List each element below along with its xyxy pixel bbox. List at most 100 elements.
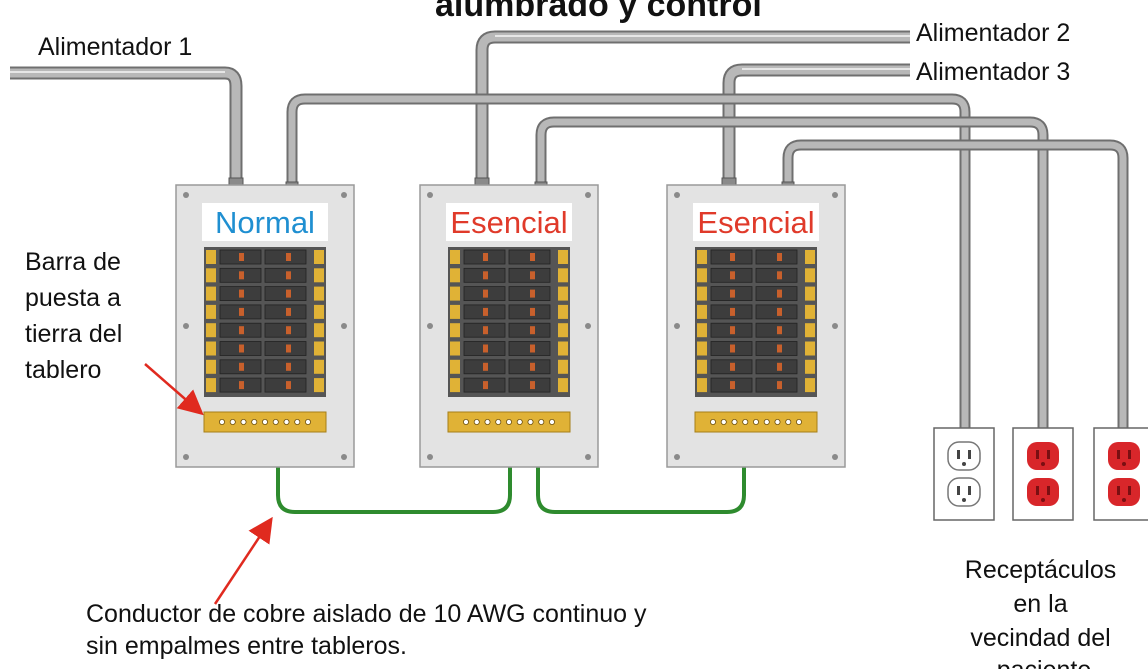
bus-lug (450, 359, 460, 374)
breaker-toggle (730, 271, 735, 280)
ground-bus-screw (473, 418, 480, 425)
receptacles-line-1: Receptáculos (965, 556, 1116, 584)
breaker (755, 377, 798, 393)
ground-bus-screw (283, 418, 290, 425)
breaker-toggle (483, 307, 488, 316)
breaker-toggle (730, 344, 735, 353)
panel-1: Normal (175, 184, 355, 468)
bus-lug (450, 304, 460, 319)
breaker-toggle (777, 362, 782, 371)
bus-lug (450, 268, 460, 283)
ground-bus-screw (251, 418, 258, 425)
breaker (755, 267, 798, 283)
panel-screw (585, 454, 591, 460)
conduit-group (10, 30, 1129, 430)
outlet-white-top (947, 441, 981, 471)
breaker (264, 377, 307, 393)
receptacle-3-conduit (782, 139, 1129, 430)
ground-bus-screw (527, 418, 534, 425)
ground-bar-line-4: tablero (25, 356, 101, 384)
bus-lug (697, 268, 707, 283)
bus-lug (206, 378, 216, 393)
bus-lug (697, 323, 707, 338)
ground-bus-screw (742, 418, 749, 425)
bus-lug (450, 378, 460, 393)
breaker-toggle (286, 271, 291, 280)
breaker (508, 341, 551, 356)
ground-bar-arrow (144, 363, 204, 416)
panel-screw (427, 192, 433, 198)
breaker-toggle (483, 253, 488, 261)
bus-lug (314, 304, 324, 319)
bus-lug (450, 341, 460, 356)
breaker-toggle (286, 344, 291, 353)
bus-lug (558, 341, 568, 356)
breaker-toggle (730, 326, 735, 335)
breaker-toggle (239, 344, 244, 353)
breaker (755, 341, 798, 356)
receptacle-1 (933, 427, 995, 521)
panel-screw (427, 323, 433, 329)
breaker-toggle (530, 253, 535, 261)
bus-lug (805, 304, 815, 319)
bus-lug (697, 341, 707, 356)
bus-lug (314, 378, 324, 393)
breaker (755, 286, 798, 302)
ground-bus-screw (785, 418, 792, 425)
panel-screw (674, 323, 680, 329)
ground-bus-screw (505, 418, 512, 425)
receptacles-line-3: vecindad del (970, 624, 1110, 652)
ground-bus-screw (294, 418, 301, 425)
breaker-toggle (483, 326, 488, 335)
breaker-toggle (530, 271, 535, 280)
ground-bus-screw (229, 418, 236, 425)
outlet-red-bottom-2 (1108, 478, 1140, 506)
breaker-toggle (530, 381, 535, 390)
panel-2: Esencial (419, 184, 599, 468)
receptacle-2 (1012, 427, 1074, 521)
panel-screw (341, 454, 347, 460)
feeder-1-label: Alimentador 1 (38, 33, 192, 61)
outlet-red-top (1027, 442, 1059, 470)
conductor-note-line-1: Conductor de cobre aislado de 10 AWG con… (86, 600, 647, 628)
bus-lug (805, 341, 815, 356)
bus-lug (450, 286, 460, 301)
breaker-toggle (730, 289, 735, 298)
bus-lug (697, 286, 707, 301)
bus-lug (558, 323, 568, 338)
breaker-toggle (530, 344, 535, 353)
ground-bar-line-2: puesta a (25, 284, 121, 312)
breaker-toggle (777, 253, 782, 261)
breaker-toggle (730, 362, 735, 371)
ground-bus-screw (763, 418, 770, 425)
bus-lug (697, 304, 707, 319)
receptacles-label: Receptáculos en la vecindad del paciente (965, 556, 1123, 669)
breaker-toggle (530, 289, 535, 298)
ground-bus-screw (484, 418, 491, 425)
breaker-toggle (530, 326, 535, 335)
breaker (264, 304, 307, 320)
ground-bar-label: Barra de puesta a tierra del tablero (25, 248, 129, 384)
receptacles-line-2: en la (1013, 590, 1067, 618)
panel-screw (183, 454, 189, 460)
panel-screw (341, 323, 347, 329)
breaker-toggle (730, 381, 735, 390)
outlet-red-bottom (1027, 478, 1059, 506)
panel-screw (427, 454, 433, 460)
ground-bus-screw (272, 418, 279, 425)
conductor-arrow (213, 516, 273, 605)
bus-lug (450, 323, 460, 338)
breaker-toggle (239, 307, 244, 316)
breaker-toggle (777, 344, 782, 353)
breaker-toggle (483, 271, 488, 280)
breaker (508, 304, 551, 320)
panel-screw (832, 454, 838, 460)
bus-lug (805, 268, 815, 283)
breaker (264, 286, 307, 302)
ground-bus-screw (462, 418, 469, 425)
bus-lug (558, 304, 568, 319)
breaker-toggle (530, 362, 535, 371)
breaker-toggle (483, 362, 488, 371)
breaker-toggle (777, 271, 782, 280)
